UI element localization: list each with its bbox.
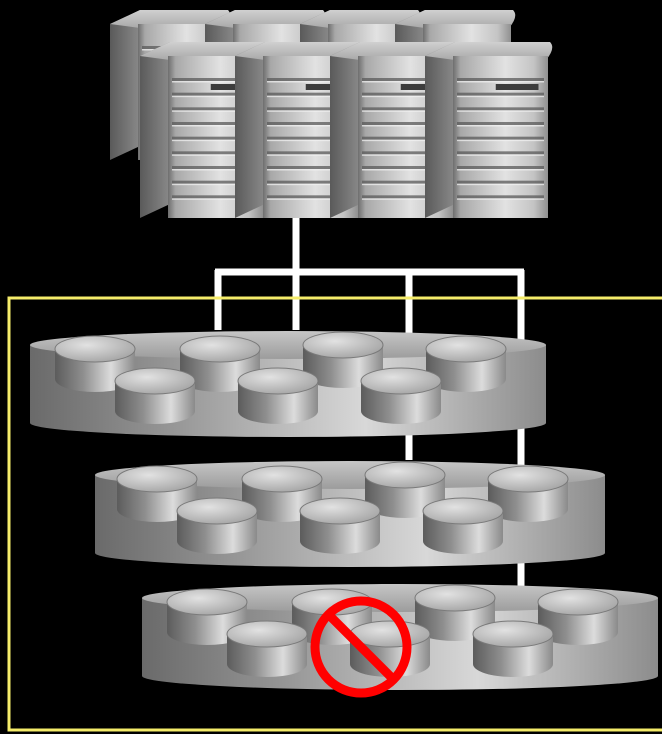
storage-tier-3 [142,584,658,698]
disk-drive-icon [176,497,258,554]
storage-tiers [30,331,658,698]
storage-tier-2 [95,461,605,567]
disk-drive-icon [237,367,319,424]
server-tower-icon [425,42,553,218]
disk-drive-icon [425,335,507,392]
disk-drive-icon [226,620,308,677]
storage-boundary [7,296,662,732]
prohibited-icon [310,596,412,698]
disk-array [116,461,569,554]
disk-drive-icon [54,335,136,392]
server-cluster [110,10,553,218]
disk-drive-icon [487,465,569,522]
disk-drive-icon [537,588,619,645]
disk-drive-icon [360,367,442,424]
disk-array [54,331,507,424]
disk-drive-icon [422,497,504,554]
storage-tier-1 [30,331,546,437]
disk-drive-icon [114,367,196,424]
disk-array [166,584,619,677]
disk-drive-icon [472,620,554,677]
disk-drive-icon [364,461,446,518]
disk-drive-icon [299,497,381,554]
disk-drive-icon [302,331,384,388]
